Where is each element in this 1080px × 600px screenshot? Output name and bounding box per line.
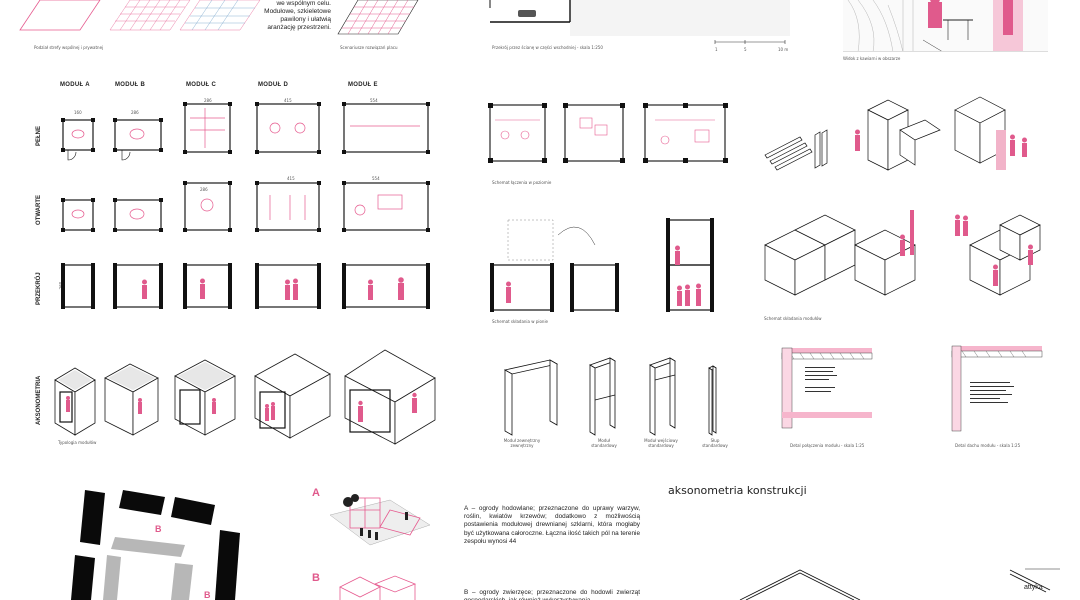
scale-tick: 10 m — [778, 47, 789, 52]
intro-snippet: we wspólnym celu. Modułowe, szkieletowe … — [255, 0, 331, 32]
stacking-caption: Schemat składania w pionie — [492, 319, 549, 324]
frame-caption: Moduł wejściowy standardowy — [644, 438, 678, 448]
joint-detail-caption: Detal połączenia modułu - skala 1:25 — [790, 443, 865, 448]
garden-a-description: A – ogrody hodowlane; przeznaczone do up… — [464, 505, 640, 545]
dim-label: 286 — [131, 110, 139, 115]
section-caption: Przekrój przez ścianę w części wschodnie… — [492, 45, 603, 50]
col-header-d: MODUŁ D — [258, 82, 289, 88]
snippet-line: Modułowe, szkieletowe — [264, 8, 331, 15]
structure-axonometry-heading: aksonometria konstrukcji — [668, 484, 807, 497]
module-plans — [61, 102, 430, 309]
scale-bar — [714, 40, 786, 44]
wall-section-drawing — [489, 0, 790, 36]
attyka-label: attyka — [1024, 584, 1043, 591]
shared-zone-diagram — [19, 0, 261, 31]
dim-label: 415 — [284, 98, 292, 103]
joint-detail — [781, 347, 873, 429]
snippet-line: we wspólnym celu. — [276, 0, 331, 7]
scheme-label-a: A — [312, 487, 320, 499]
site-label-b: B — [155, 524, 162, 534]
plan-join-caption: Schemat łączenia w poziomie — [492, 180, 552, 185]
module-axonometrics — [54, 349, 436, 445]
roof-detail — [951, 345, 1043, 432]
roof-detail-caption: Detal dachu modułu - skala 1:25 — [955, 443, 1021, 448]
vertical-stacking-diagram — [490, 218, 714, 312]
dim-label: 554 — [370, 98, 378, 103]
site-plan — [71, 490, 240, 600]
assembly-isometrics — [764, 96, 1027, 171]
square-scenario-diagram — [337, 0, 419, 35]
col-header-a: MODUŁ A — [60, 82, 90, 88]
horizontal-joining-plans — [488, 103, 728, 163]
module-assembly-scheme — [764, 210, 1041, 296]
col-header-c: MODUŁ C — [186, 82, 217, 88]
dim-label: 160 — [74, 110, 82, 115]
dim-label: 286 — [200, 187, 208, 192]
scale-tick: 1 — [715, 47, 718, 52]
col-header-e: MODUŁ E — [348, 82, 378, 88]
site-label-b: B — [204, 590, 211, 600]
snippet-line: aranżację przestrzeni. — [267, 24, 331, 31]
snippet-line: pawilony i ułatwią — [280, 16, 331, 23]
frame-caption: Moduł zewnętrzny zewnętrzny — [503, 438, 541, 448]
structure-axonometry — [739, 568, 1060, 600]
assembly-caption: Schemat składania modułów — [764, 316, 822, 321]
frame-caption: Moduł standardowy — [591, 438, 617, 448]
cafe-view-illustration — [843, 0, 1048, 52]
frame-caption: Słup standardowy — [702, 438, 728, 448]
cafe-scene — [847, 0, 1023, 51]
garden-scheme-a — [329, 494, 431, 546]
view-caption: Widok z kawiarni w obszarze — [843, 56, 901, 61]
typology-caption: Typologia modułów — [58, 440, 97, 445]
square-caption: Scenariusze rozwiązań placu — [340, 45, 398, 50]
scale-tick: 5 — [744, 47, 747, 52]
dim-label: 286 — [204, 98, 212, 103]
scheme-label-b: B — [312, 572, 320, 584]
garden-b-description: B – ogrody zwierzęce; przeznaczone do ho… — [464, 589, 640, 600]
dim-label: 554 — [372, 176, 380, 181]
col-header-b: MODUŁ B — [115, 82, 146, 88]
structural-frames — [503, 357, 717, 436]
shared-fields-caption: Podział strefy wspólnej i prywatnej — [34, 45, 104, 50]
dim-label: 415 — [287, 176, 295, 181]
garden-scheme-b — [339, 575, 417, 600]
